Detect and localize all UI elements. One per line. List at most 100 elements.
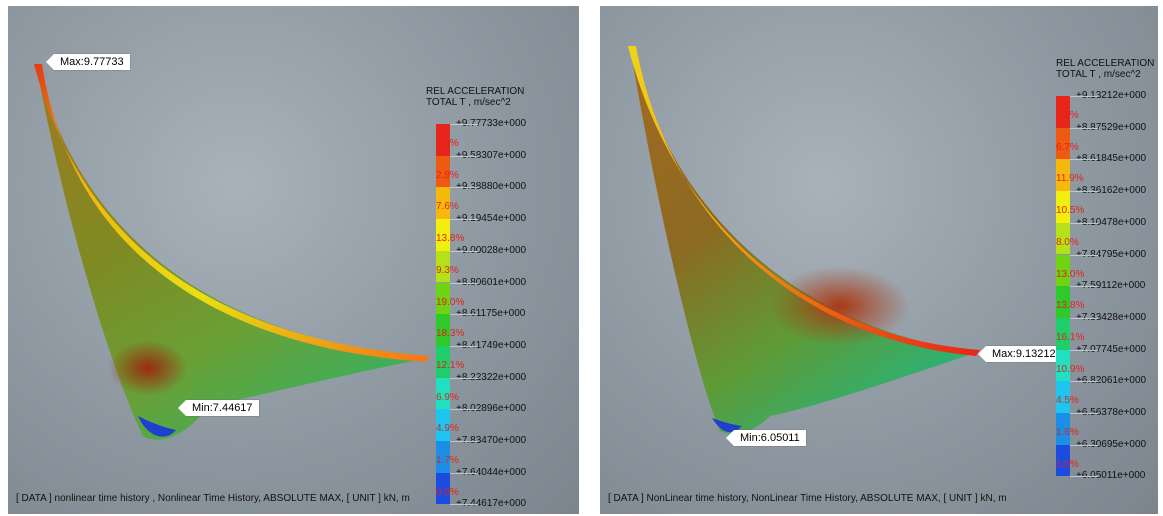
legend-value: +8.02896e+000 — [456, 403, 527, 415]
legend-tick — [1070, 444, 1098, 446]
legend-value: +8.41749e+000 — [456, 339, 527, 351]
legend-value: +7.33428e+000 — [1076, 311, 1147, 323]
legend-swatch — [436, 314, 450, 346]
legend-tick — [450, 219, 478, 221]
legend-percent: 1.7% — [436, 455, 459, 466]
legend-percent: 9.3% — [436, 264, 459, 276]
legend-value: +8.61175e+000 — [456, 308, 526, 320]
legend-tick — [1070, 159, 1098, 161]
legend-swatch — [436, 187, 450, 220]
legend-tick — [1070, 413, 1098, 414]
legend-tick — [1070, 317, 1098, 319]
footer-info: [ DATA ] nonlinear time history , Nonlin… — [16, 493, 410, 504]
right-contour-model — [628, 46, 980, 434]
legend-percent: 13.8% — [1056, 300, 1085, 312]
legend-swatch — [1056, 413, 1070, 445]
legend-percent: 1.6% — [1056, 427, 1079, 438]
legend-percent: 2.8% — [436, 169, 459, 181]
legend-title: REL ACCELERATION — [426, 86, 525, 97]
legend-percent: 6.9% — [436, 391, 459, 403]
legend-value: +6.05011e+000 — [1076, 470, 1146, 482]
legend-value: +6.82061e+000 — [1076, 375, 1147, 387]
legend-swatch — [436, 124, 450, 156]
legend-swatch — [1056, 317, 1070, 350]
legend-percent: 4.9% — [436, 423, 459, 435]
legend-swatch — [1056, 381, 1070, 413]
legend-tick — [450, 504, 478, 506]
left-contour-model — [34, 64, 430, 440]
legend-percent: 2.1% — [1056, 110, 1079, 121]
legend-title: REL ACCELERATION — [1056, 58, 1155, 69]
legend-swatch — [436, 345, 450, 378]
legend-tick — [1070, 254, 1098, 256]
legend-tick — [450, 472, 478, 474]
legend-value: +9.19454e+000 — [456, 213, 527, 225]
legend-tick — [1070, 286, 1098, 288]
legend-percent: 12.1% — [436, 359, 465, 371]
legend-percent: 18.3% — [436, 328, 465, 340]
legend-percent: 2.8% — [436, 138, 459, 149]
min-value-tag: Min:6.05011 — [726, 430, 806, 446]
legend-tick — [450, 409, 478, 411]
legend-value: +8.10478e+000 — [1076, 216, 1147, 228]
legend-swatch — [1056, 159, 1070, 192]
left-result-viewport[interactable]: Max:9.77733 Min:7.44617 REL ACCELERATION… — [8, 6, 579, 514]
legend-percent: 8.0% — [1056, 236, 1079, 248]
footer-info: [ DATA ] NonLinear time history, NonLine… — [608, 493, 1007, 504]
legend-percent: 0.9% — [436, 486, 459, 498]
legend-tick — [1070, 127, 1098, 129]
legend-percent: 6.7% — [1056, 141, 1079, 153]
legend-percent: 7.6% — [436, 201, 459, 213]
legend-percent: 13.8% — [436, 233, 465, 245]
max-value-tag: Max:9.77733 — [46, 54, 130, 70]
legend-percent: 16.1% — [1056, 331, 1085, 343]
legend-tick — [450, 345, 478, 347]
legend-swatch — [436, 282, 450, 315]
right-result-viewport[interactable]: Max:9.13212 Min:6.05011 REL ACCELERATION… — [600, 6, 1158, 514]
legend-tick — [450, 187, 478, 189]
legend-swatch — [1056, 349, 1070, 382]
legend-value: +9.00028e+000 — [456, 244, 527, 256]
legend-percent: 10.5% — [1056, 205, 1085, 217]
legend-percent: 4.5% — [1056, 395, 1079, 407]
legend-tick — [1070, 222, 1098, 224]
legend-percent: 13.0% — [1056, 268, 1085, 280]
legend-swatch — [1056, 191, 1070, 223]
legend-value: +8.61845e+000 — [1076, 153, 1147, 165]
legend-percent: 11.9% — [1056, 173, 1084, 185]
legend-swatch — [1056, 127, 1070, 160]
legend-swatch — [1056, 254, 1070, 287]
legend-value: +8.36162e+000 — [1076, 185, 1147, 197]
legend-subtitle: TOTAL T , m/sec^2 — [1056, 69, 1141, 80]
legend-swatch — [436, 219, 450, 251]
legend-swatch — [1056, 222, 1070, 255]
legend-percent: 1.0% — [1056, 458, 1079, 470]
legend-value: +7.83470e+000 — [456, 435, 527, 446]
legend-tick — [1070, 381, 1098, 383]
max-value-tag: Max:9.13212 — [978, 346, 1062, 362]
legend-tick — [1070, 476, 1098, 478]
legend-tick — [1070, 349, 1098, 351]
legend-tick — [450, 155, 478, 157]
legend-tick — [450, 282, 478, 284]
legend-swatch — [1056, 96, 1070, 128]
legend-tick — [450, 377, 478, 379]
legend-value: +9.77733e+000 — [456, 118, 527, 129]
legend-swatch — [1056, 286, 1070, 318]
legend-value: +7.07745e+000 — [1076, 343, 1147, 355]
legend-swatch — [436, 377, 450, 410]
legend-value: +8.87529e+000 — [1076, 121, 1147, 133]
legend-value: +8.80601e+000 — [456, 276, 527, 288]
min-value-tag: Min:7.44617 — [178, 400, 259, 416]
legend-tick — [450, 250, 478, 252]
legend-swatch — [436, 441, 450, 473]
legend-value: +9.38880e+000 — [456, 181, 527, 193]
legend-swatch — [436, 409, 450, 441]
legend-value: +8.22322e+000 — [456, 371, 527, 383]
legend-value: +9.58307e+000 — [456, 149, 527, 161]
legend-percent: 19.0% — [436, 296, 465, 308]
legend-tick — [450, 314, 478, 316]
legend-swatch — [436, 472, 450, 505]
legend-swatch — [1056, 444, 1070, 477]
legend-swatch — [436, 250, 450, 283]
